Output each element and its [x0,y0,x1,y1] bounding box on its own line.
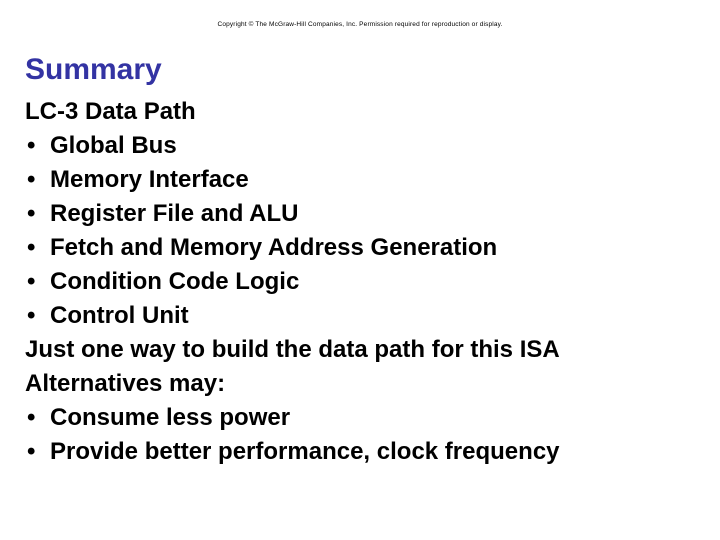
bullet-point-icon: • [27,200,36,227]
slide-body: LC-3 Data Path • Global Bus • Memory Interfa… [0,95,720,469]
bullet-list-item: • Provide better performance, clock frequ… [0,435,720,469]
line-label: Fetch and Memory Address Generation [50,234,498,261]
line-label: Just one way to build the data path for … [25,336,560,363]
line-label: Provide better performance, clock freque… [50,438,560,465]
bullet-point-icon: • [27,404,36,431]
bullet-list-item: • Condition Code Logic [0,265,720,299]
bullet-list-item: • Memory Interface [0,163,720,197]
body-line: LC-3 Data Path [0,95,720,129]
bullet-point-icon: • [27,268,36,295]
line-label: Alternatives may: [25,370,226,397]
line-label: Global Bus [50,132,177,159]
bullet-list-item: • Register File and ALU [0,197,720,231]
line-label: Condition Code Logic [50,268,300,295]
page-title: Summary [25,53,162,86]
line-label: Register File and ALU [50,200,299,227]
line-label: Consume less power [50,404,291,431]
line-label: Memory Interface [50,166,249,193]
body-line: Alternatives may: [0,367,720,401]
bullet-list-item: • Fetch and Memory Address Generation [0,231,720,265]
line-label: LC-3 Data Path [25,98,196,125]
bullet-point-icon: • [27,234,36,261]
bullet-point-icon: • [27,166,36,193]
bullet-list-item: • Global Bus [0,129,720,163]
bullet-list-item: • Control Unit [0,299,720,333]
bullet-point-icon: • [27,438,36,465]
bullet-point-icon: • [27,132,36,159]
line-label: Control Unit [50,302,189,329]
body-line: Just one way to build the data path for … [0,333,720,367]
copyright-notice: Copyright © The McGraw-Hill Companies, I… [217,21,503,28]
bullet-list-item: • Consume less power [0,401,720,435]
bullet-point-icon: • [27,302,36,329]
